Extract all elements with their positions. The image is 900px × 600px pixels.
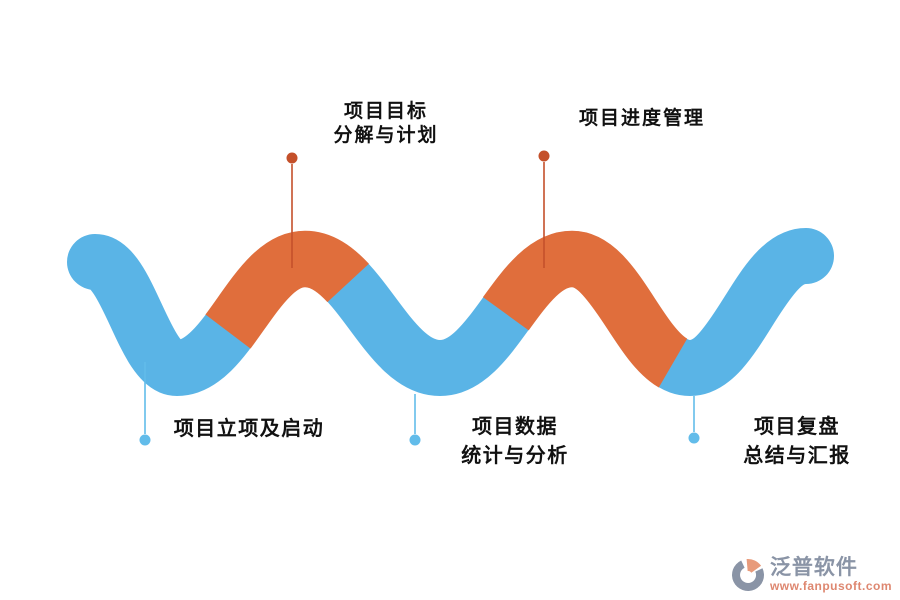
step-label-start: 项目立项及启动 xyxy=(174,415,325,444)
marker-start-dot xyxy=(139,434,151,446)
marker-progress-dot xyxy=(538,150,550,162)
brand-url: www.fanpusoft.com xyxy=(769,579,892,593)
wave-tube-blue xyxy=(67,228,834,397)
step-label-review: 项目复盘 总结与汇报 xyxy=(743,413,851,471)
logo-swoosh-gray xyxy=(731,560,764,591)
step-label-data-line2: 统计与分析 xyxy=(461,445,569,467)
step-label-plan: 项目目标 分解与计划 xyxy=(333,100,438,148)
marker-data xyxy=(409,394,421,446)
brand-name: 泛普软件 xyxy=(769,556,858,579)
step-label-review-line1: 项目复盘 xyxy=(754,416,840,438)
marker-plan xyxy=(286,152,298,268)
logo-leaf-salmon xyxy=(746,558,762,573)
step-label-review-line2: 总结与汇报 xyxy=(743,445,851,467)
step-label-data-line1: 项目数据 xyxy=(472,416,558,438)
fanpu-logo-icon xyxy=(731,558,764,591)
step-label-start-line1: 项目立项及启动 xyxy=(173,418,325,440)
marker-progress xyxy=(538,150,550,268)
marker-review-dot xyxy=(688,432,700,444)
marker-data-dot xyxy=(409,434,421,446)
step-label-data: 项目数据 统计与分析 xyxy=(461,413,569,471)
step-label-plan-line1: 项目目标 xyxy=(343,101,429,122)
marker-review xyxy=(688,396,700,444)
brand-watermark: 泛普软件 www.fanpusoft.com xyxy=(730,557,892,593)
step-label-plan-line2: 分解与计划 xyxy=(333,125,439,146)
marker-plan-dot xyxy=(286,152,298,164)
step-label-progress: 项目进度管理 xyxy=(579,107,705,131)
step-label-progress-line1: 项目进度管理 xyxy=(578,108,706,129)
marker-start xyxy=(139,362,151,446)
